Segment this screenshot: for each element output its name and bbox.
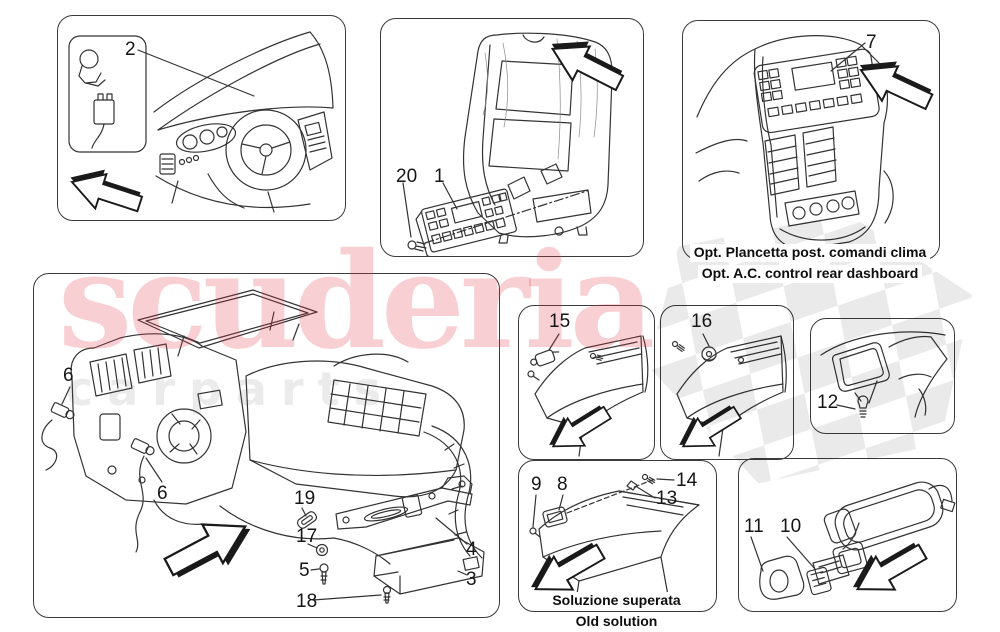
old-solution-drawing <box>529 473 700 608</box>
direction-arrow-icon <box>859 61 934 111</box>
dash-corner-left-drawing <box>527 333 649 457</box>
panel-old-solution <box>518 460 717 612</box>
caption-old-solution-en: Old solution <box>571 613 662 631</box>
direction-arrow-icon <box>70 169 144 213</box>
panel-center-console <box>380 18 644 257</box>
direction-arrow-icon <box>550 41 625 92</box>
center-console-drawing <box>402 32 625 256</box>
caption-rear-dashboard-en: Opt. A.C. control rear dashboard <box>697 265 923 283</box>
mirror-sensor-drawing <box>750 481 956 600</box>
panel-dash-corner-right <box>660 305 794 460</box>
rear-console-drawing <box>695 35 934 250</box>
dash-corner-right-drawing <box>671 333 787 457</box>
panel-roof-console <box>810 318 955 434</box>
panel-hvac-assembly <box>33 273 500 618</box>
direction-arrow-icon <box>679 405 742 448</box>
roof-console-drawing <box>820 331 948 418</box>
dashboard-interior-drawing <box>68 31 334 213</box>
panel-mirror-sensor <box>738 458 957 612</box>
direction-arrow-icon <box>549 405 612 448</box>
panel-dash-corner-left <box>518 305 655 460</box>
panel-rear-console <box>682 20 940 260</box>
direction-arrow-icon <box>530 542 606 591</box>
panel-dashboard-interior <box>57 15 346 221</box>
direction-arrow-icon <box>852 542 928 591</box>
direction-arrow-icon <box>163 523 251 578</box>
hvac-assembly-drawing <box>41 289 485 604</box>
